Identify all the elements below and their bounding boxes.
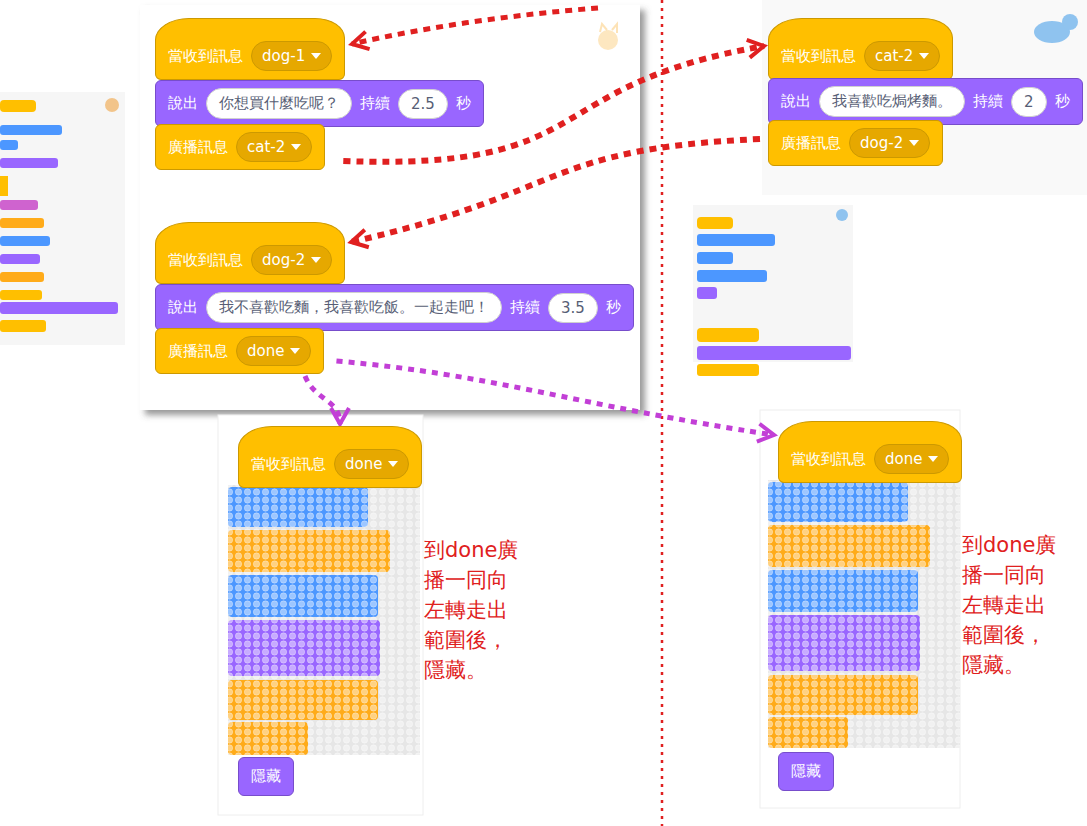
block-label: 秒 [606,298,621,317]
dog-icon [1034,14,1078,43]
block-label: 廣播訊息 [168,138,228,157]
block-label: 當收到訊息 [251,455,326,474]
block-label: 當收到訊息 [168,47,243,66]
looks-say-block: 說出我不喜歡吃麵，我喜歡吃飯。一起走吧！ 持續 3.5 秒 [155,284,634,331]
message-arrow [336,361,774,435]
script-panel [762,0,1087,195]
block-label: 持續 [973,92,1003,111]
dropdown-menu: dog-2 [849,128,930,158]
broadcast-block: 廣播訊息 dog-2 [768,120,943,166]
message-name: done [885,450,922,468]
dropdown-arrow [909,140,919,146]
dropdown-arrow [919,53,929,59]
dropdown-menu: done [236,336,311,366]
looks-block: 隱藏 [238,757,294,796]
block-label: 廣播訊息 [781,134,841,153]
block-label: 說出 [168,298,198,317]
annotation-note: 到done廣播一同向左轉走出範圍後，隱藏。 [962,530,1062,680]
input-field: 我不喜歡吃麵，我喜歡吃飯。一起走吧！ [206,292,502,323]
looks-block: 隱藏 [778,752,834,791]
message-name: dog-2 [262,251,305,269]
dropdown-menu: dog-2 [251,245,332,275]
script-panel [218,415,423,815]
message-name: cat-2 [875,47,913,65]
annotation-note: 到done廣播一同向左轉走出範圍後，隱藏。 [424,535,524,685]
blurred-blocks [228,485,420,755]
block-label: 隱藏 [251,767,281,786]
message-name: dog-2 [860,134,903,152]
broadcast-block: 廣播訊息 cat-2 [155,124,325,170]
input-field: 2.5 [398,89,448,119]
cat-icon [598,24,618,50]
event-hat-block: 當收到訊息 dog-2 [155,222,345,284]
dropdown-menu: dog-1 [251,41,332,71]
block-label: 隱藏 [791,762,821,781]
input-field: 你想買什麼吃呢？ [206,88,352,119]
message-name: dog-1 [262,47,305,65]
message-arrow [351,139,760,242]
message-arrow [305,376,340,424]
looks-say-block: 說出我喜歡吃焗烤麵。持續 2秒 [768,78,1083,125]
leader-arrow [352,8,598,44]
event-hat-block: 當收到訊息 done [238,426,422,488]
dropdown-arrow [928,456,938,462]
block-label: 秒 [1055,92,1070,111]
event-hat-block: 當收到訊息 cat-2 [768,18,953,80]
thumbnail-right [693,205,853,376]
message-name: done [345,455,382,473]
block-label: 廣播訊息 [168,342,228,361]
block-label: 當收到訊息 [168,251,243,270]
event-hat-block: 當收到訊息 dog-1 [155,18,345,80]
dropdown-arrow [290,348,300,354]
dropdown-menu: done [874,444,949,474]
message-name: cat-2 [247,138,285,156]
block-label: 當收到訊息 [791,450,866,469]
thumbnail-left [0,92,125,345]
block-label: 持續 [510,298,540,317]
message-name: done [247,342,284,360]
dropdown-menu: cat-2 [864,41,940,71]
input-field: 2 [1011,87,1047,117]
looks-say-block: 說出你想買什麼吃呢？ 持續 2.5 秒 [155,80,484,127]
block-label: 當收到訊息 [781,47,856,66]
block-label: 說出 [168,94,198,113]
dropdown-arrow [311,53,321,59]
blurred-blocks [768,480,960,748]
dropdown-menu: done [334,449,409,479]
dropdown-arrow [291,144,301,150]
block-label: 說出 [781,92,811,111]
broadcast-block: 廣播訊息 done [155,328,324,374]
message-arrow [343,46,764,162]
script-panel [140,5,640,410]
dropdown-arrow [311,257,321,263]
divider-line [661,0,664,826]
input-field: 3.5 [548,293,598,323]
block-label: 秒 [456,94,471,113]
block-label: 持續 [360,94,390,113]
input-field: 我喜歡吃焗烤麵。 [819,86,965,117]
event-hat-block: 當收到訊息 done [778,421,962,483]
dropdown-menu: cat-2 [236,132,312,162]
dropdown-arrow [388,461,398,467]
